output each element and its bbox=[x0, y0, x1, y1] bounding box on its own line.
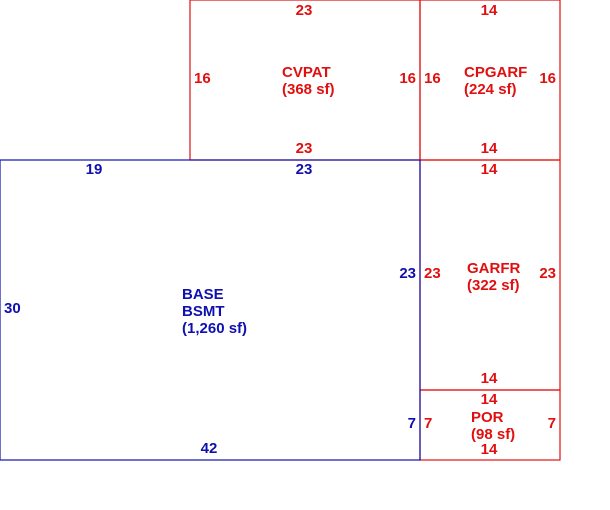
garfr-dim-top: 14 bbox=[481, 161, 498, 178]
por-dim-bottom: 14 bbox=[481, 441, 498, 458]
cpgarf-dim-left: 16 bbox=[424, 70, 441, 87]
base-name-line1: BASE bbox=[182, 286, 224, 303]
cpgarf-dim-right: 16 bbox=[539, 70, 556, 87]
por-name: POR bbox=[471, 409, 504, 426]
base-outline[interactable] bbox=[0, 159, 421, 461]
por-size: (98 sf) bbox=[471, 426, 515, 443]
base-dim-bottom: 42 bbox=[201, 440, 218, 457]
base-dim-top-right: 23 bbox=[296, 161, 313, 178]
cvpat-name: CVPAT bbox=[282, 64, 331, 81]
cvpat-dim-top: 23 bbox=[296, 2, 313, 19]
por-dim-left: 7 bbox=[424, 415, 432, 432]
base-size: (1,260 sf) bbox=[182, 320, 247, 337]
cpgarf-dim-top: 14 bbox=[481, 2, 498, 19]
garfr-size: (322 sf) bbox=[467, 277, 520, 294]
base-name-line2: BSMT bbox=[182, 303, 225, 320]
cvpat-dim-left: 16 bbox=[194, 70, 211, 87]
base-dim-right-upper: 23 bbox=[399, 265, 416, 282]
living-area-labels: 19 23 30 23 7 BASE BSMT (1,260 sf) 42 bbox=[4, 161, 416, 457]
base-dim-top-left: 19 bbox=[86, 161, 103, 178]
cpgarf-name: CPGARF bbox=[464, 64, 527, 81]
garfr-dim-bottom: 14 bbox=[481, 370, 498, 387]
garfr-name: GARFR bbox=[467, 260, 520, 277]
cvpat-dim-bottom: 23 bbox=[296, 140, 313, 157]
other-area-labels: 23 16 16 CVPAT (368 sf) 23 14 16 16 CPGA… bbox=[194, 2, 556, 458]
living-area-outlines bbox=[0, 159, 421, 461]
cpgarf-dim-bottom: 14 bbox=[481, 140, 498, 157]
cvpat-size: (368 sf) bbox=[282, 81, 335, 98]
cpgarf-size: (224 sf) bbox=[464, 81, 517, 98]
cvpat-dim-right: 16 bbox=[399, 70, 416, 87]
garfr-dim-left: 23 bbox=[424, 265, 441, 282]
por-dim-top: 14 bbox=[481, 391, 498, 408]
base-dim-left: 30 bbox=[4, 300, 21, 317]
garfr-dim-right: 23 bbox=[539, 265, 556, 282]
por-dim-right: 7 bbox=[548, 415, 556, 432]
base-dim-right-lower: 7 bbox=[408, 415, 416, 432]
